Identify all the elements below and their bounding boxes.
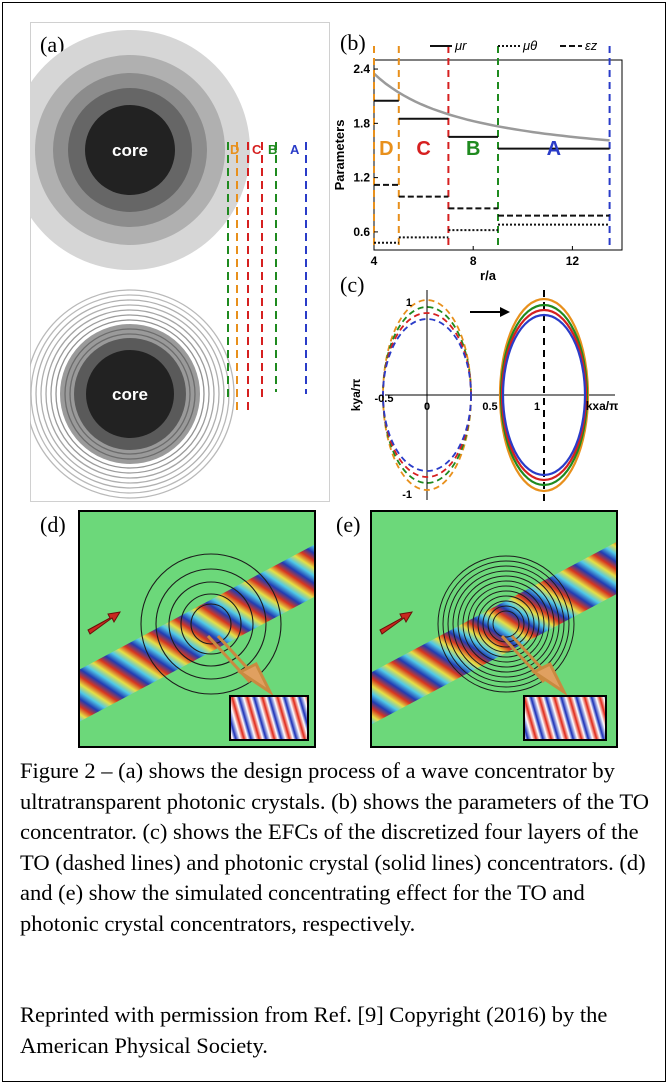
layer-label-a: A	[290, 142, 300, 157]
b-ytick-3: 2.4	[353, 62, 370, 76]
d-zoom-inset	[229, 695, 309, 741]
b-xlabel: r/a	[480, 268, 497, 283]
panel-c-label: (c)	[340, 272, 365, 297]
figure-caption: Figure 2 – (a) shows the design process …	[20, 758, 649, 936]
c-arrow-head	[500, 307, 510, 317]
b-xtick-1: 8	[470, 254, 477, 268]
bottom-rings	[30, 289, 235, 499]
panel-e-field	[370, 510, 618, 748]
top-core	[85, 105, 175, 195]
b-xtick-2: 12	[566, 254, 580, 268]
b-ytick-2: 1.8	[353, 116, 370, 130]
panel-d-field	[78, 510, 316, 748]
b-legend-label-1: μθ	[522, 38, 537, 53]
b-ytick-0: 0.6	[353, 225, 370, 239]
b-legend-label-0: μr	[454, 38, 467, 53]
b-ylabel: Parameters	[332, 120, 347, 191]
c-xtick-05: 0.5	[482, 401, 497, 413]
layer-label-b: B	[268, 142, 277, 157]
d-zoom-arrow	[206, 634, 274, 697]
d-incident-arrow	[87, 611, 121, 635]
solid-efcs	[498, 297, 590, 493]
b-ytick-1: 1.2	[353, 171, 370, 185]
bottom-core-label: core	[112, 385, 148, 404]
panel-b-chart: D C B A 4 8 12 0.6 1.2 1.8 2.4 r/a Parameters μr μθ εz	[332, 38, 623, 283]
panel-b-label: (b)	[340, 30, 366, 55]
e-zoom-arrow	[500, 634, 568, 697]
bottom-core	[86, 350, 174, 438]
c-ytick-1: 1	[406, 297, 412, 309]
panel-a-diagram: core core D C B A	[30, 30, 307, 499]
b-region-label-A: A	[547, 138, 561, 160]
panel-e-label: (e)	[336, 512, 361, 537]
c-ytick-neg1: -1	[402, 489, 412, 501]
layer-guides	[227, 142, 307, 412]
reprint-credit: Reprinted with permission from Ref. [9] …	[20, 1002, 608, 1058]
panel-d-simulation	[80, 512, 314, 746]
b-region-label-D: D	[379, 138, 393, 160]
panel-a-border	[30, 22, 330, 502]
c-ylabel: kya/π	[349, 379, 363, 412]
c-xtick-0: 0	[424, 401, 430, 413]
layer-label-c: C	[252, 142, 262, 157]
e-incident-arrow	[379, 611, 413, 635]
b-mur-continuous	[373, 72, 610, 142]
c-xtick-neg05: -0.5	[375, 393, 394, 405]
top-core-label: core	[112, 141, 148, 160]
panel-e-simulation	[372, 512, 616, 746]
layer-label-d: D	[230, 142, 239, 157]
b-region-label-C: C	[416, 138, 430, 160]
c-xlabel: kxa/π	[586, 399, 619, 413]
b-xtick-0: 4	[371, 254, 378, 268]
dashed-efcs	[382, 299, 472, 491]
c-xtick-1: 1	[534, 401, 540, 413]
panel-c-efc-plot: 1 -1 -0.5 0 0.5 1 kxa/π kya/π	[349, 290, 619, 505]
panel-d-label: (d)	[40, 512, 66, 537]
b-legend-label-2: εz	[585, 38, 598, 53]
b-region-label-B: B	[466, 138, 480, 160]
e-zoom-inset	[523, 695, 607, 741]
